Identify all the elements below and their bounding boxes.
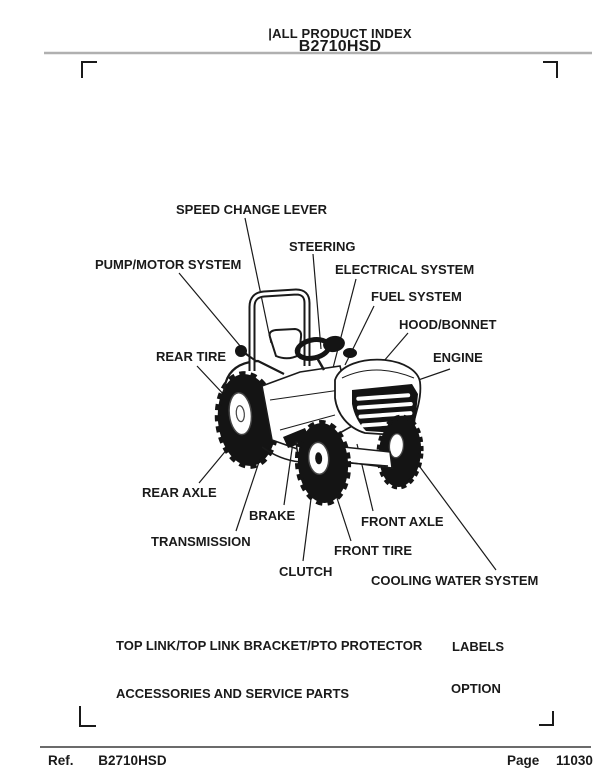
part-label-engine: ENGINE <box>433 350 483 365</box>
category-label-top-link-bracket-pto-protector: TOP LINK/TOP LINK BRACKET/PTO PROTECTOR <box>116 638 423 653</box>
leader-steering <box>312 253 322 350</box>
leader-front-tire <box>335 494 352 542</box>
part-label-rear-tire: REAR TIRE <box>156 349 227 364</box>
part-label-steering: STEERING <box>289 239 356 254</box>
chassis-detail-art <box>269 389 341 431</box>
leader-electrical-system <box>332 278 357 369</box>
part-label-brake: BRAKE <box>249 508 296 523</box>
part-label-cooling-water-system: COOLING WATER SYSTEM <box>371 573 539 588</box>
part-label-front-axle: FRONT AXLE <box>361 514 444 529</box>
dash-detail-art <box>343 348 357 358</box>
corner-mark-top-right <box>543 61 558 78</box>
seat-art <box>268 327 303 360</box>
steering-column-art <box>314 355 326 371</box>
leader-cooling-water-system <box>416 462 497 571</box>
part-label-clutch: CLUTCH <box>279 564 333 579</box>
rear-fender-art <box>222 359 285 393</box>
footer-page-label: Page <box>507 753 540 768</box>
underbody-art <box>261 446 301 463</box>
corner-mark-bottom-left <box>79 706 96 727</box>
corner-marks <box>79 61 558 727</box>
leader-lines <box>178 217 497 571</box>
model-code: B2710HSD <box>298 38 382 55</box>
part-label-pump-motor-system: PUMP/MOTOR SYSTEM <box>95 257 242 272</box>
corner-mark-top-left <box>81 61 97 78</box>
dash-art <box>323 335 345 353</box>
part-label-rear-axle: REAR AXLE <box>142 485 217 500</box>
corner-mark-bottom-right <box>539 711 554 726</box>
category-label-labels: LABELS <box>452 639 504 654</box>
category-label-accessories-service-parts: ACCESSORIES AND SERVICE PARTS <box>116 686 350 701</box>
part-label-speed-change-lever: SPEED CHANGE LEVER <box>176 202 327 217</box>
leader-clutch <box>302 490 313 562</box>
footer-page: Page 11030 <box>507 753 593 768</box>
page-title: |ALL PRODUCT INDEX <box>268 26 412 41</box>
footer-ref: Ref. B2710HSD <box>48 753 167 768</box>
lever-knob-art <box>235 345 247 357</box>
category-label-option: OPTION <box>451 681 501 696</box>
part-label-hood-bonnet: HOOD/BONNET <box>399 317 497 332</box>
leader-speed-change-lever <box>244 217 272 344</box>
part-label-front-tire: FRONT TIRE <box>334 543 412 558</box>
part-label-transmission: TRANSMISSION <box>151 534 251 549</box>
part-label-electrical-system: ELECTRICAL SYSTEM <box>335 262 475 277</box>
front-tire-near-art <box>294 420 352 506</box>
front-tire-far-art <box>376 414 424 490</box>
leader-pump-motor-system <box>178 272 252 360</box>
part-label-fuel-system: FUEL SYSTEM <box>371 289 462 304</box>
footer-ref-value: B2710HSD <box>98 753 167 768</box>
footer-ref-label: Ref. <box>48 753 74 768</box>
rops-bar-highlight <box>250 290 309 371</box>
lever-stick-art <box>245 353 257 362</box>
tractor-illustration <box>214 288 424 506</box>
hood-crease-art <box>341 369 415 379</box>
footer-page-value: 11030 <box>556 753 593 768</box>
